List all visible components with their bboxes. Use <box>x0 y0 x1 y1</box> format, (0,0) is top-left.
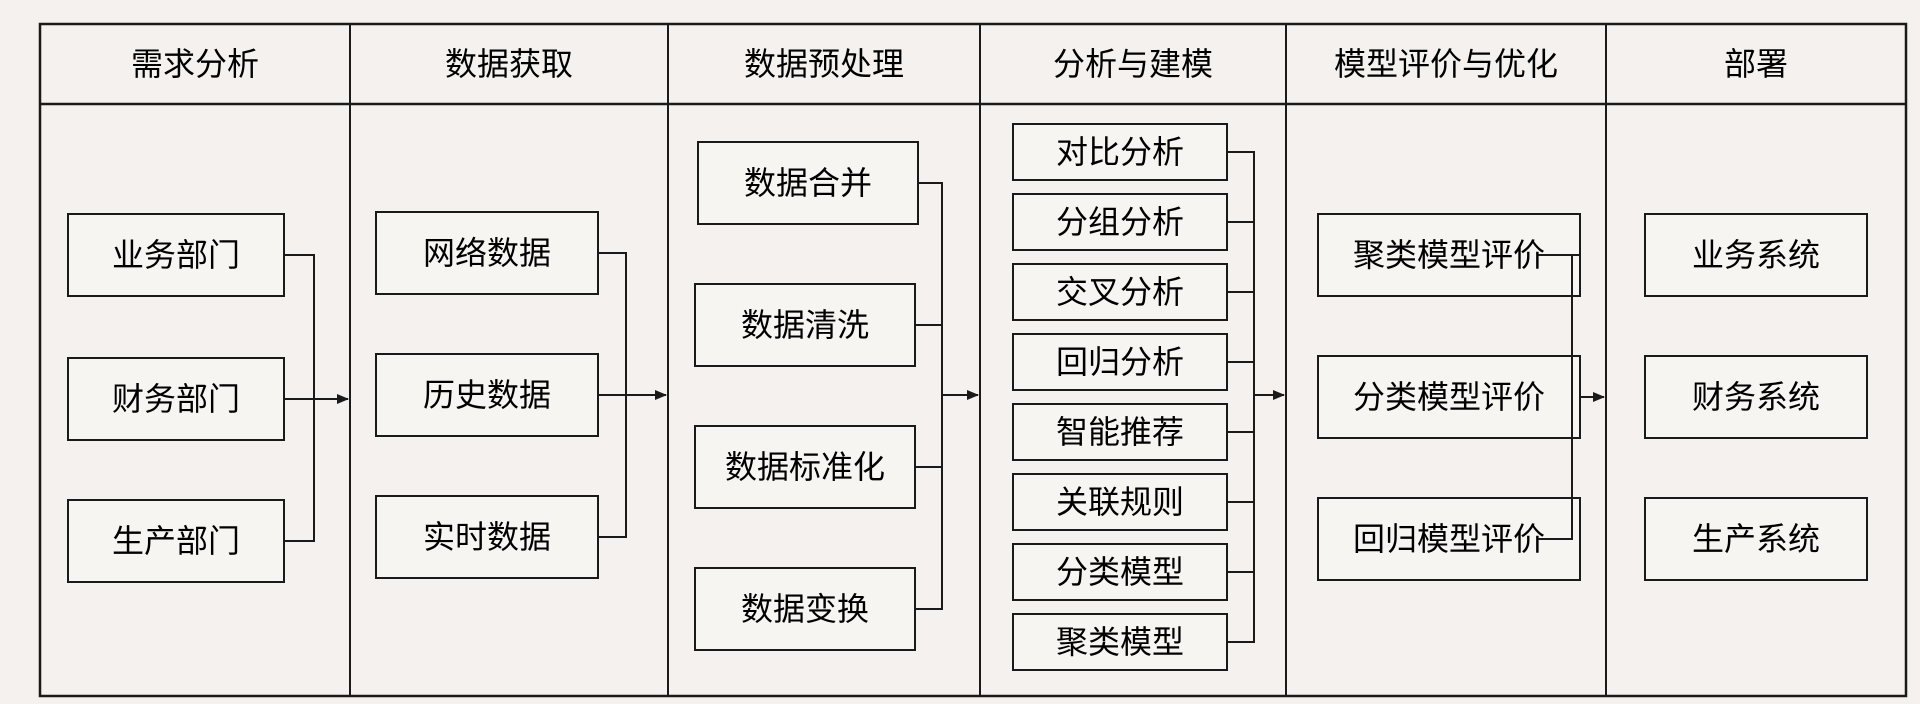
node-business-dept: 业务部门 <box>67 213 285 297</box>
node-label: 财务部门 <box>112 380 240 418</box>
node-network-data: 网络数据 <box>375 211 599 295</box>
column-title-evaluation: 模型评价与优化 <box>1334 45 1558 83</box>
node-label: 对比分析 <box>1056 133 1184 171</box>
node-clustering-model: 聚类模型 <box>1012 613 1228 671</box>
node-label: 回归模型评价 <box>1353 520 1545 558</box>
node-classification-model: 分类模型 <box>1012 543 1228 601</box>
connector-col2 <box>598 252 667 538</box>
node-cross-analysis: 交叉分析 <box>1012 263 1228 321</box>
node-label: 生产系统 <box>1692 520 1820 558</box>
node-label: 数据标准化 <box>725 448 885 486</box>
column-title-preprocessing: 数据预处理 <box>744 45 904 83</box>
node-label: 回归分析 <box>1056 343 1184 381</box>
node-label: 网络数据 <box>423 234 551 272</box>
column-title-requirements: 需求分析 <box>131 45 259 83</box>
node-finance-dept: 财务部门 <box>67 357 285 441</box>
node-comparative-analysis: 对比分析 <box>1012 123 1228 181</box>
node-label: 分类模型评价 <box>1353 378 1545 416</box>
column-title-data-acquisition: 数据获取 <box>445 45 573 83</box>
node-regression-analysis: 回归分析 <box>1012 333 1228 391</box>
connector-col3 <box>915 182 979 610</box>
node-clustering-evaluation: 聚类模型评价 <box>1317 213 1581 297</box>
node-label: 业务部门 <box>112 236 240 274</box>
node-label: 分类模型 <box>1056 553 1184 591</box>
outer-frame <box>38 22 1908 698</box>
column-title-deployment: 部署 <box>1724 45 1788 83</box>
node-label: 数据变换 <box>741 590 869 628</box>
node-business-system: 业务系统 <box>1644 213 1868 297</box>
node-label: 实时数据 <box>423 518 551 556</box>
node-production-system: 生产系统 <box>1644 497 1868 581</box>
node-historical-data: 历史数据 <box>375 353 599 437</box>
node-label: 智能推荐 <box>1056 413 1184 451</box>
node-label: 关联规则 <box>1056 483 1184 521</box>
node-label: 数据清洗 <box>741 306 869 344</box>
column-title-modeling: 分析与建模 <box>1053 45 1213 83</box>
node-realtime-data: 实时数据 <box>375 495 599 579</box>
node-data-transform: 数据变换 <box>694 567 916 651</box>
node-label: 生产部门 <box>112 522 240 560</box>
node-smart-recommendation: 智能推荐 <box>1012 403 1228 461</box>
node-label: 数据合并 <box>744 164 872 202</box>
node-regression-evaluation: 回归模型评价 <box>1317 497 1581 581</box>
node-classification-evaluation: 分类模型评价 <box>1317 355 1581 439</box>
node-production-dept: 生产部门 <box>67 499 285 583</box>
node-label: 业务系统 <box>1692 236 1820 274</box>
node-data-cleaning: 数据清洗 <box>694 283 916 367</box>
node-label: 聚类模型评价 <box>1353 236 1545 274</box>
node-label: 分组分析 <box>1056 203 1184 241</box>
node-data-merge: 数据合并 <box>697 141 919 225</box>
connector-col4 <box>1227 151 1285 643</box>
connector-col1 <box>284 254 349 542</box>
node-data-standardization: 数据标准化 <box>694 425 916 509</box>
node-label: 财务系统 <box>1692 378 1820 416</box>
node-group-analysis: 分组分析 <box>1012 193 1228 251</box>
node-label: 历史数据 <box>423 376 551 414</box>
node-label: 聚类模型 <box>1056 623 1184 661</box>
node-association-rules: 关联规则 <box>1012 473 1228 531</box>
node-finance-system: 财务系统 <box>1644 355 1868 439</box>
connector-col5 <box>1538 254 1605 540</box>
node-label: 交叉分析 <box>1056 273 1184 311</box>
